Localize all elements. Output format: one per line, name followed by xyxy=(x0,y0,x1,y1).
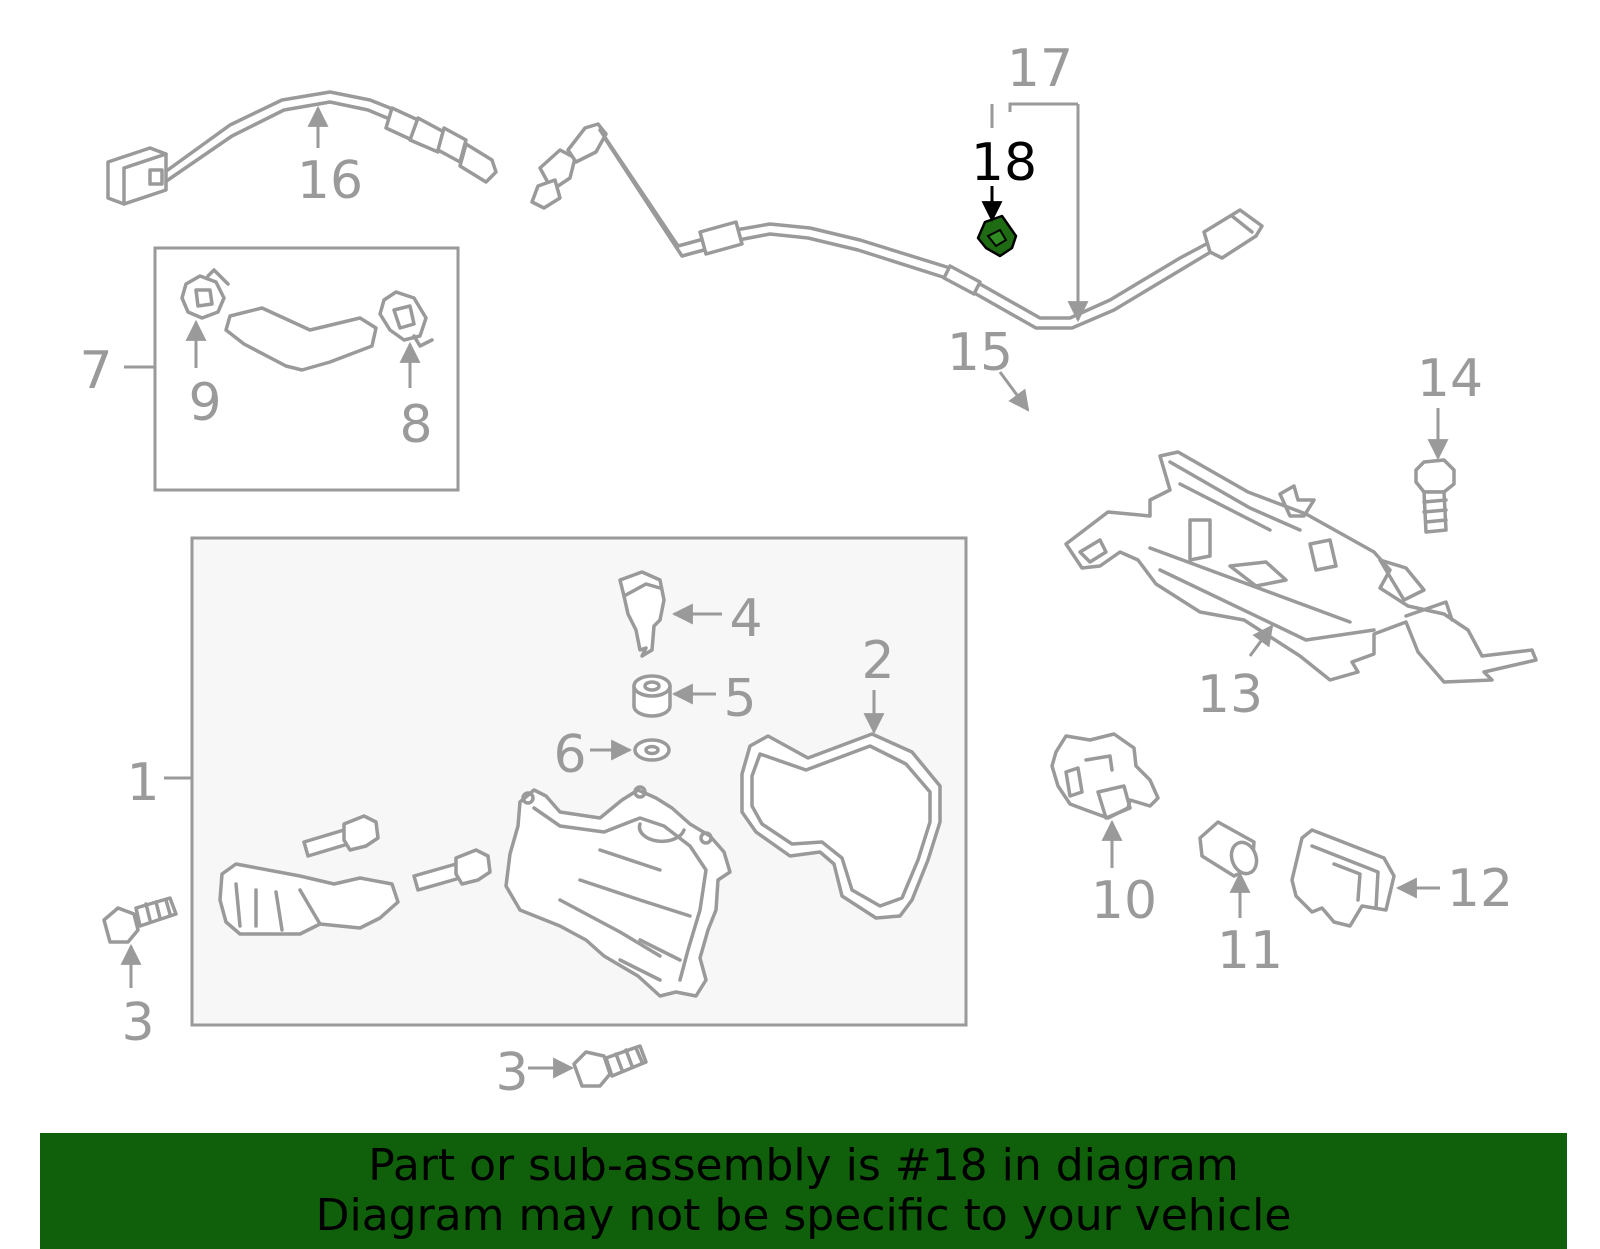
callout-10: 10 xyxy=(1091,871,1157,931)
bolt-14[interactable] xyxy=(1414,458,1456,534)
filter-11[interactable] xyxy=(1198,820,1261,878)
callout-7: 7 xyxy=(79,341,112,401)
hose-7[interactable] xyxy=(224,306,378,372)
callout-14: 14 xyxy=(1417,349,1483,409)
callout-8: 8 xyxy=(399,395,432,455)
banner-line-1: Part or sub-assembly is #18 in diagram xyxy=(368,1140,1239,1191)
bracket-12[interactable] xyxy=(1290,828,1396,928)
callout-1: 1 xyxy=(126,753,159,813)
bushing-5[interactable] xyxy=(632,674,672,718)
callout-3-left: 3 xyxy=(121,993,154,1053)
callout-18: 18 xyxy=(971,133,1037,193)
callout-15: 15 xyxy=(947,323,1013,383)
callout-6: 6 xyxy=(553,725,586,785)
callout-4: 4 xyxy=(729,589,762,649)
callout-13: 13 xyxy=(1197,665,1263,725)
oxygen-sensor-17[interactable] xyxy=(530,122,1264,330)
callout-16: 16 xyxy=(297,151,363,211)
hose-clamp-9[interactable] xyxy=(180,268,230,320)
pipe-15[interactable] xyxy=(1000,408,1130,482)
valve-10[interactable] xyxy=(1050,732,1160,820)
bolt-inside-a[interactable] xyxy=(302,814,380,858)
subassembly-box-7 xyxy=(153,246,460,492)
bolt-3-bottom[interactable] xyxy=(572,1044,648,1088)
callout-12: 12 xyxy=(1447,859,1513,919)
oxygen-sensor-16[interactable] xyxy=(106,90,498,206)
clip-18-highlighted[interactable] xyxy=(976,214,1018,258)
banner-line-2: Diagram may not be specific to your vehi… xyxy=(315,1190,1292,1241)
gasket-2[interactable] xyxy=(740,732,942,920)
callout-2: 2 xyxy=(861,631,894,691)
hose-clamp-8[interactable] xyxy=(378,290,434,348)
callout-9: 9 xyxy=(188,373,221,433)
front-cover-casting[interactable] xyxy=(504,785,732,998)
bracket-13[interactable] xyxy=(1064,450,1538,684)
bolt-3-left[interactable] xyxy=(102,896,178,944)
bolt-inside-b[interactable] xyxy=(412,848,492,892)
callout-17: 17 xyxy=(1007,39,1073,99)
cam-sensor-4[interactable] xyxy=(618,570,666,658)
callout-3-bottom: 3 xyxy=(495,1043,528,1103)
info-banner: Part or sub-assembly is #18 in diagram D… xyxy=(40,1133,1567,1249)
washer-6[interactable] xyxy=(633,738,671,762)
callout-5: 5 xyxy=(723,669,756,729)
mount-bracket[interactable] xyxy=(218,862,400,936)
callout-11: 11 xyxy=(1217,921,1283,981)
